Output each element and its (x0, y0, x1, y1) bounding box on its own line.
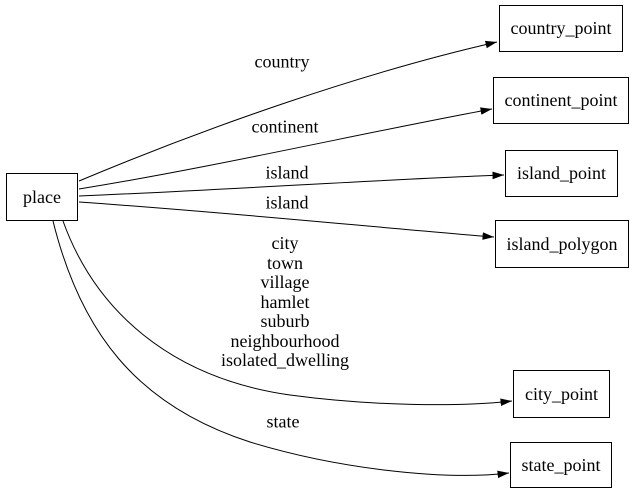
edge-label-city: city (271, 232, 299, 253)
edge-place-island_point (78, 171, 505, 197)
edge-place-continent_point (78, 107, 493, 190)
edge-place-state_point (52, 220, 510, 479)
node-continent-point: continent_point (493, 77, 629, 124)
edge-label-state: state (266, 411, 300, 432)
edge-place-island_polygon (78, 201, 495, 240)
node-island-point: island_point (505, 150, 618, 197)
edge-label-country: country (254, 51, 310, 72)
edge-place-city_point (62, 220, 513, 407)
node-island-polygon: island_polygon (495, 220, 629, 268)
edge-label-neighbourhood: neighbourhood (230, 330, 340, 351)
edge-label-village: village (260, 271, 310, 292)
edge-label-island-point: island (265, 162, 309, 183)
edge-label-continent: continent (251, 116, 319, 137)
edge-label-hamlet: hamlet (260, 291, 310, 312)
node-state-point: state_point (510, 442, 612, 488)
edge-label-city-group: city town village hamlet suburb neighbou… (221, 232, 349, 371)
edge-label-suburb: suburb (260, 310, 310, 331)
edge-place-country_point (78, 40, 498, 182)
edge-label-town: town (266, 252, 303, 273)
edge-label-island-polygon: island (265, 192, 309, 213)
node-place: place (6, 173, 78, 221)
edge-label-isolated-dwelling: isolated_dwelling (221, 349, 349, 370)
node-city-point: city_point (513, 370, 610, 418)
node-country-point: country_point (499, 5, 623, 52)
